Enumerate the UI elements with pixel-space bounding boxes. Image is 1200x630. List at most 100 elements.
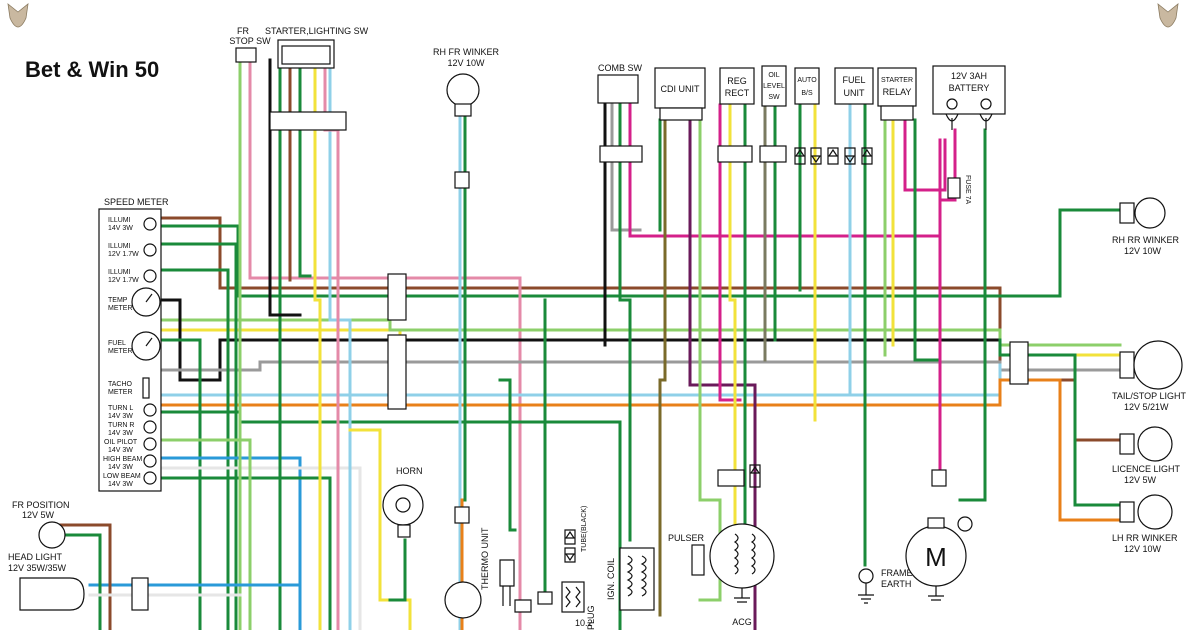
wire-green-trunk-1: [158, 208, 1122, 298]
head-light-label: HEAD LIGHT: [8, 552, 63, 562]
oil-pilot-bulb-icon: [143, 437, 157, 451]
lh-rr-winker: LH RR WINKER 12V 10W: [1112, 494, 1178, 554]
wire-meter-lightgreen: [158, 438, 252, 630]
diode-1: [794, 147, 806, 165]
wire-horn-yellow: [348, 428, 412, 630]
diode-8: [749, 464, 761, 488]
bottom-bulb-icon: [444, 581, 482, 619]
auto-bs: AUTO B/S: [794, 67, 820, 105]
frame-earth-ground-icon: [858, 583, 874, 604]
cdi-unit: CDI UNIT: [654, 67, 706, 121]
connector-comb-sw: [599, 145, 643, 163]
ign-coil-body: [619, 547, 655, 611]
illumi-2-rating: 12V 1.7W: [108, 251, 139, 258]
wire-meter-green-c: [158, 338, 202, 630]
pulser-label: PULSER: [668, 533, 705, 543]
wire-sw-lightblue: [328, 58, 352, 630]
comb-switch: COMB SW: [597, 63, 643, 104]
battery-minus-terminal-icon: [980, 98, 992, 110]
auto-bs-body: [794, 67, 820, 105]
comb-sw-label: COMB SW: [598, 63, 643, 73]
lh-rr-winker-bulb-icon: [1137, 494, 1173, 530]
low-beam-bulb-icon: [143, 471, 157, 485]
oil-pilot-rating: 14V 3W: [108, 447, 133, 454]
wire-batt-green: [958, 128, 987, 502]
thermo-unit: THERMO UNIT: [480, 527, 553, 613]
turn-r-label: TURN R: [108, 422, 134, 429]
temp-meter-label-1: TEMP: [108, 297, 128, 304]
acg-winding-icon: [733, 533, 756, 575]
temp-meter-label-2: METER: [108, 305, 133, 312]
tacho-meter-icon: [142, 377, 150, 399]
acg-stator-icon: [709, 523, 775, 589]
wire-cdi-purple: [688, 118, 757, 630]
wire-relay-magenta: [903, 118, 947, 192]
head-light-bulb-icon: [19, 577, 85, 611]
tail-stop-light-base: [1119, 351, 1135, 379]
reg-rect-label-2: RECT: [725, 88, 750, 98]
high-beam-label: HIGH BEAM: [103, 456, 142, 463]
rh-rr-winker-rating: 12V 10W: [1124, 246, 1162, 256]
connector-sw-harness: [269, 111, 347, 131]
rh-fr-winker-bulb-icon: [446, 73, 480, 107]
connector-acg: [717, 469, 745, 487]
connector-head: [131, 577, 149, 611]
fr-stop-sw-label-1: FR: [237, 26, 249, 36]
battery-label-1: 12V 3AH: [951, 71, 987, 81]
wire-comb-magenta: [628, 98, 942, 238]
turn-l-bulb-icon: [143, 403, 157, 417]
wire-meter-green-a: [158, 242, 238, 630]
wire-meter-green-b: [158, 268, 230, 630]
turn-l-rating: 14V 3W: [108, 413, 133, 420]
wire-head-green: [58, 533, 102, 630]
fuel-unit: FUEL UNIT: [834, 67, 874, 105]
connector-winker: [454, 171, 470, 189]
corner-emblem-right: [1157, 3, 1179, 28]
rh-rr-winker-bulb-icon: [1134, 197, 1166, 229]
battery-plus-terminal-icon: [946, 98, 958, 110]
diode-2: [810, 147, 822, 165]
horn: HORN: [382, 466, 424, 538]
fuse-label: FUSE 7A: [964, 175, 971, 205]
diagram-title: Bet & Win 50: [25, 57, 159, 82]
ign-coil-winding-icon: [626, 555, 647, 597]
oil-level-label-2: LEVEL: [763, 83, 785, 90]
starter-motor-ground-icon: [928, 586, 944, 601]
wire-meter-white: [158, 466, 362, 630]
starter-motor-lug-icon: [957, 516, 973, 532]
starter-relay: STARTER RELAY: [877, 67, 917, 121]
oil-level-label-1: OIL: [768, 72, 779, 79]
licence-light-bulb-icon: [1137, 426, 1173, 462]
illumi-1-rating: 14V 3W: [108, 225, 133, 232]
ign-coil-label: IGN. COIL: [606, 558, 616, 600]
wire-meter-green-d: [158, 476, 332, 630]
corner-emblem-left: [7, 3, 29, 28]
tail-stop-light-bulb-icon: [1133, 340, 1183, 390]
connector-thermo: [454, 506, 470, 524]
horn-icon: [382, 484, 424, 526]
rh-rr-winker-base: [1119, 202, 1135, 224]
tail-stop-light: TAIL/STOP LIGHT 12V 5/21W: [1112, 340, 1187, 412]
wire-sw-yellow: [313, 58, 322, 630]
fr-position-light: FR POSITION 12V 5W: [12, 500, 70, 549]
starter-relay-label-1: STARTER: [881, 77, 913, 84]
battery: 12V 3AH BATTERY FUSE 7A: [932, 65, 1006, 205]
rh-fr-winker: RH FR WINKER 12V 10W: [433, 47, 499, 117]
emblem-right-icon: [1157, 3, 1179, 28]
rh-rr-winker: RH RR WINKER 12V 10W: [1112, 197, 1179, 256]
cdi-unit-label: CDI UNIT: [661, 84, 700, 94]
tacho-meter-label-2: METER: [108, 389, 133, 396]
speed-meter: SPEED METER ILLUMI 14V 3W ILLUMI 12V 1.7…: [98, 197, 169, 492]
wire-reg-magenta: [718, 103, 742, 402]
rh-fr-winker-label: RH FR WINKER: [433, 47, 499, 57]
connector-motor: [931, 469, 947, 487]
tail-stop-light-rating: 12V 5/21W: [1124, 402, 1169, 412]
temp-meter-gauge-icon: [131, 287, 161, 317]
battery-label-2: BATTERY: [949, 83, 990, 93]
connector-trunk-1: [387, 273, 407, 321]
wire-comb-green: [618, 98, 632, 542]
fuel-meter-label-2: METER: [108, 348, 133, 355]
oil-level-switch: OIL LEVEL SW: [761, 65, 787, 107]
oil-level-label-3: SW: [768, 94, 780, 101]
connector-trunk-2: [387, 334, 407, 410]
